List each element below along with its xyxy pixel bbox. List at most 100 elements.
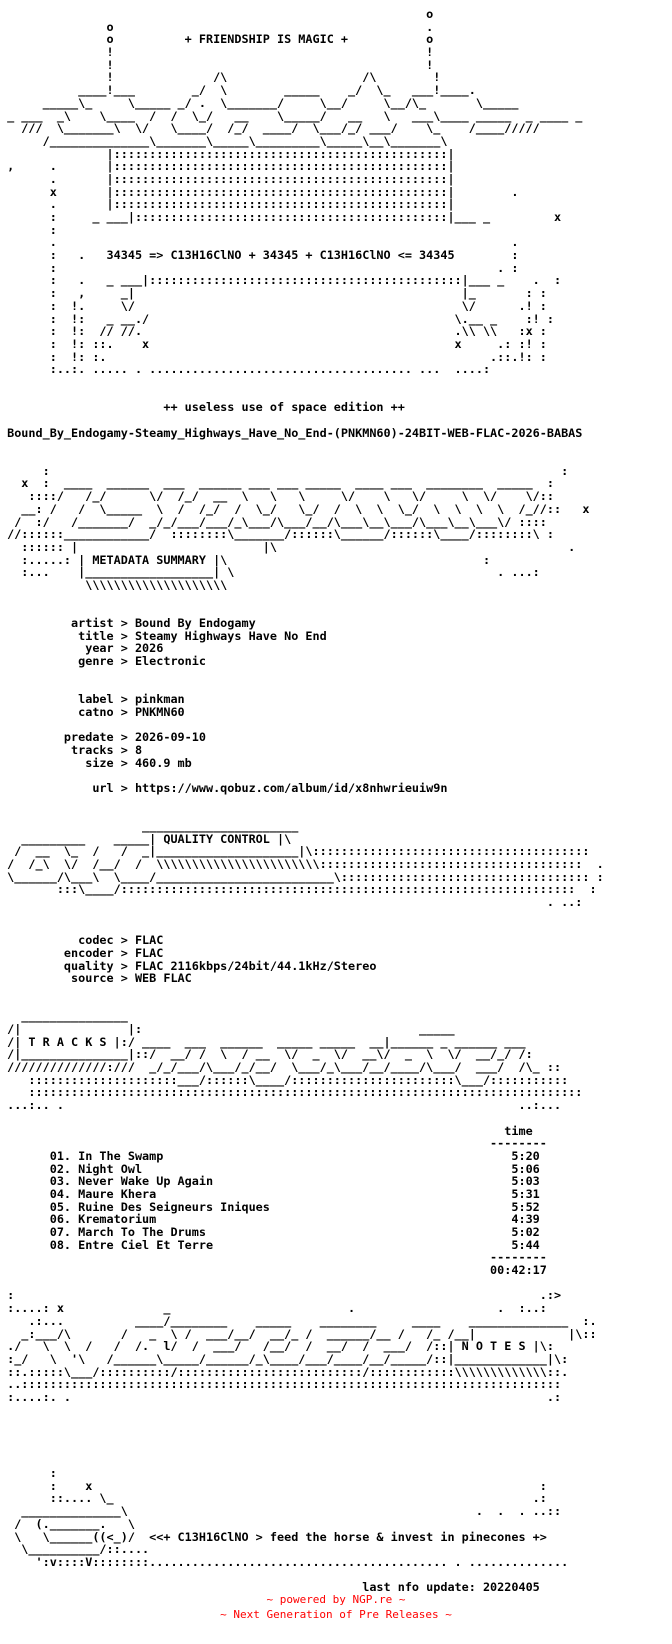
nfo-line	[0, 1454, 672, 1467]
nfo-line: . .	[0, 235, 519, 250]
nfo-line: 04. Maure Khera 5:31	[0, 1186, 540, 1201]
nfo-line	[0, 668, 672, 681]
nfo-line: ...:.. . ..:...	[0, 1098, 562, 1113]
nfo-line: 07. March To The Drums 5:02	[0, 1225, 540, 1239]
nfo-line: \\\\\\\\\\\\\\\\\\\\	[0, 577, 228, 592]
nfo-line: size > 460.9 mb	[0, 755, 192, 770]
nfo-line: ______________\ . . . ..::	[0, 1504, 562, 1519]
nfo-line	[0, 452, 672, 465]
nfo-line: title > Steamy Highways Have No End	[0, 628, 327, 643]
nfo-line: :....: x _ . . :..:	[0, 1301, 547, 1316]
nfo-line: ::::/ /_/ \/ /_/ __ \ \ \ \/ \ \/ \ \/ \…	[0, 489, 554, 504]
nfo-line: //::::::____________/ ::::::::\_______/:…	[0, 527, 554, 542]
nfo-line: _______________	[0, 1009, 128, 1024]
nfo-line	[0, 1442, 672, 1455]
nfo-line	[0, 1404, 672, 1417]
nfo-line: . ..:	[0, 895, 583, 910]
nfo-line	[0, 414, 672, 427]
nfo-line: /|_______________|::/ __/ / \ / __ \/ _ …	[0, 1047, 533, 1062]
nfo-line: ____!___ _/ \ _____ _/ \_ ___!____.	[0, 83, 476, 98]
nfo-line: : !. \/ \/ .! :	[0, 298, 547, 313]
nfo-line: genre > Electronic	[0, 654, 206, 669]
nfo-line: ::.:::::\___/::::::::::/::::::::::::::::…	[0, 1364, 569, 1379]
nfo-line: :	[0, 1466, 57, 1481]
nfo-line: --------	[0, 1250, 547, 1265]
nfo-line: //////////////:/// _/_/___/\___/_/__/ \_…	[0, 1060, 562, 1075]
nfo-line: 01. In The Swamp 5:20	[0, 1148, 540, 1163]
nfo-line: ::::::::::::::::::::::::::::::::::::::::…	[0, 1085, 583, 1100]
nfo-line: 08. Entre Ciel Et Terre 5:44	[0, 1237, 540, 1252]
nfo-line: ./ \ \ / / /. l/ / ___/ /__/ / __/ / ___…	[0, 1339, 554, 1354]
nfo-line: x : ____ ______ ___ ______ ___ ___ _____…	[0, 476, 554, 491]
nfo-line	[0, 1416, 672, 1429]
nfo-line: |:::::::::::::::::::::::::::::::::::::::…	[0, 146, 455, 161]
nfo-line: :::\____/:::::::::::::::::::::::::::::::…	[0, 882, 597, 897]
nfo-line: 06. Krematorium 4:39	[0, 1212, 540, 1227]
nfo-line: : x :	[0, 1478, 547, 1493]
nfo-line: ! /\ /\ !	[0, 70, 441, 85]
nfo-line: :... |__________________| \ . ...:	[0, 565, 540, 580]
nfo-line: o .	[0, 19, 434, 34]
footer-powered-by: ~ powered by NGP.re ~	[266, 1593, 406, 1606]
nfo-line: label > pinkman	[0, 692, 185, 707]
nfo-line	[0, 1112, 672, 1125]
nfo-line: /______________\_______\_____\_________\…	[0, 133, 448, 148]
nfo-line: 02. Night Owl 5:06	[0, 1161, 540, 1176]
nfo-line: : .:>	[0, 1288, 562, 1303]
footer-tagline: ~ Next Generation of Pre Releases ~	[220, 1608, 452, 1621]
nfo-line: time	[0, 1123, 533, 1138]
nfo-line: .:... ____/________ _____ ________ ____ …	[0, 1313, 597, 1328]
nfo-text-block: o o . o + FRIENDSHIP IS MAGIC + o ! ! !	[0, 8, 672, 1594]
nfo-line: ':v::::V::::::::........................…	[0, 1554, 569, 1569]
nfo-line: quality > FLAC 2116kbps/24bit/44.1kHz/St…	[0, 958, 377, 973]
nfo-line: codec > FLAC	[0, 933, 164, 948]
nfo-line	[0, 1429, 672, 1442]
nfo-line: . |:::::::::::::::::::::::::::::::::::::…	[0, 197, 455, 212]
nfo-line: : . 34345 => C13H16ClNO + 34345 + C13H16…	[0, 248, 519, 263]
nfo-line: :.....: | METADATA SUMMARY |\ :	[0, 552, 491, 567]
nfo-line: x |:::::::::::::::::::::::::::::::::::::…	[0, 184, 519, 199]
nfo-line: tracks > 8	[0, 742, 143, 757]
nfo-line	[0, 985, 672, 998]
nfo-line	[0, 795, 672, 808]
nfo-line: : _ ___|::::::::::::::::::::::::::::::::…	[0, 210, 562, 224]
nfo-line: ! !	[0, 45, 434, 60]
nfo-line	[0, 909, 672, 922]
nfo-line: /// \_______\ \/ \____/ /_/ ____/ \___/_…	[0, 121, 540, 136]
nfo-line: :....:. . .:	[0, 1389, 562, 1404]
nfo-line: \ \______((<_)/ <<+ C13H16ClNO > feed th…	[0, 1529, 547, 1544]
nfo-line: o	[0, 8, 434, 21]
nfo-line: year > 2026	[0, 641, 164, 656]
nfo-line: url > https://www.qobuz.com/album/id/x8n…	[0, 780, 448, 795]
footer: ~ powered by NGP.re ~ ~ Next Generation …	[0, 1592, 672, 1622]
nfo-line: catno > PNKMN60	[0, 704, 185, 719]
nfo-line: 03. Never Wake Up Again 5:03	[0, 1174, 540, 1189]
nfo-line: ::.... \_ .:	[0, 1491, 547, 1506]
nfo-line: :::::: | |\ .	[0, 539, 576, 554]
nfo-line	[0, 592, 672, 605]
nfo-line: ______________________	[0, 819, 299, 833]
nfo-line: _________ _____| QUALITY CONTROL |\	[0, 831, 292, 846]
nfo-line: _ ___ _\ \____ / / \_/ __ \_____/ __ \ _…	[0, 108, 583, 123]
nfo-line: , . |:::::::::::::::::::::::::::::::::::…	[0, 159, 455, 174]
nfo-line: --------	[0, 1136, 547, 1151]
nfo-line: : !: _ __./ \.__ _ :! :	[0, 311, 554, 326]
nfo-line: 05. Ruine Des Seigneurs Iniques 5:52	[0, 1199, 540, 1214]
nfo-line: :_/ \ '\ /______\_____/______/_\____/___…	[0, 1351, 569, 1366]
nfo-line: :..:. ..... . ..........................…	[0, 362, 491, 377]
nfo-line: / /_\ \/ /__/ / \\\\\\\\\\\\\\\\\\\\\\\:…	[0, 857, 604, 872]
nfo-line: . |:::::::::::::::::::::::::::::::::::::…	[0, 171, 455, 186]
nfo-line: predate > 2026-09-10	[0, 730, 206, 745]
nfo-line: / :/ /_______/ _/_/___/___/_\___/\___/__…	[0, 514, 547, 529]
nfo-line: :	[0, 222, 57, 237]
nfo-line: _:___/\ / _ \ / ___/__/ __/_ / ______/__…	[0, 1326, 597, 1341]
nfo-line: /| T R A C K S |:/ ____ ___ ______ _____…	[0, 1034, 526, 1049]
nfo-line: 00:42:17	[0, 1263, 547, 1278]
nfo-line: \______/\___\ \____/____________________…	[0, 869, 604, 884]
nfo-line: ..::::::::::::::::::::::::::::::::::::::…	[0, 1377, 562, 1392]
nfo-line: : !: :. .::.!: :	[0, 349, 547, 364]
nfo-line: artist > Bound By Endogamy	[0, 616, 256, 630]
nfo-line	[0, 439, 672, 452]
nfo-line: source > WEB FLAC	[0, 971, 192, 986]
nfo-line: _____\_ \_____ _/ . \_______/ \__/ \__/\…	[0, 95, 519, 110]
